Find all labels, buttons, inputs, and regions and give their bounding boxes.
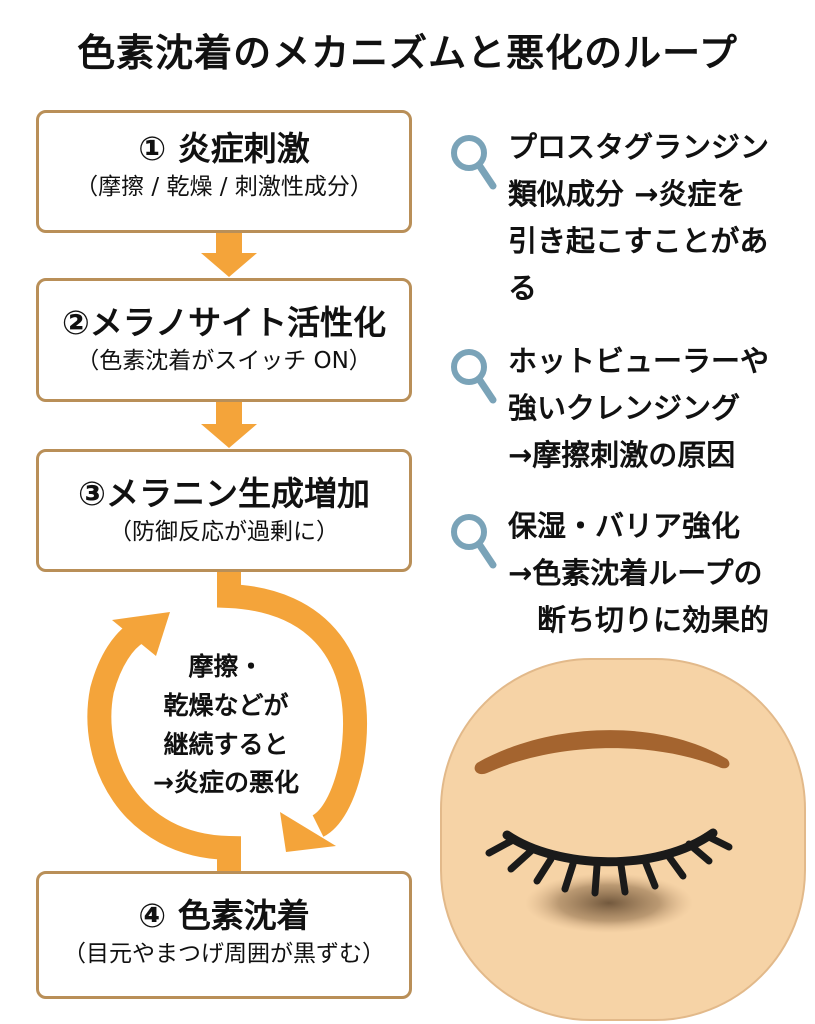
note-line: 断ち切りに効果的 bbox=[508, 602, 770, 637]
step-title: ②メラノサイト活性化 bbox=[61, 303, 387, 342]
note-line: 引き起こすことがあ bbox=[508, 223, 769, 258]
note-moisture: 保湿・バリア強化 →色素沈着ループの 断ち切りに効果的 bbox=[448, 503, 808, 653]
note-line: 強いクレンジング bbox=[508, 390, 741, 425]
step-subtitle: （目元やまつげ周囲が黒ずむ） bbox=[63, 940, 385, 967]
note-line: 保湿・バリア強化 bbox=[508, 509, 741, 543]
down-arrow-1 bbox=[201, 233, 257, 277]
loop-line: →炎症の悪化 bbox=[153, 768, 299, 798]
step-title: ① 炎症刺激 bbox=[138, 129, 310, 168]
loop-description: 摩擦・ 乾燥などが 継続すると →炎症の悪化 bbox=[120, 648, 332, 803]
step-melanin-box: ③メラニン生成増加 （防御反応が過剰に） bbox=[36, 449, 412, 572]
magnifier-icon bbox=[451, 135, 497, 190]
closed-eye-face-illustration bbox=[440, 658, 806, 1021]
loop-line: 継続すると bbox=[163, 729, 289, 759]
step-pigmentation-box: ④ 色素沈着 （目元やまつげ周囲が黒ずむ） bbox=[36, 871, 412, 999]
step-subtitle: （防御反応が過剰に） bbox=[109, 518, 339, 545]
down-arrow-2 bbox=[201, 402, 257, 448]
loop-arrow-left bbox=[87, 612, 241, 871]
note-line: る bbox=[508, 270, 538, 305]
step-subtitle: （色素沈着がスイッチ ON） bbox=[76, 347, 372, 374]
step-melanocyte-box: ②メラノサイト活性化 （色素沈着がスイッチ ON） bbox=[36, 278, 412, 402]
page-title: 色素沈着のメカニズムと悪化のループ bbox=[77, 31, 738, 75]
note-text: プロスタグランジン 類似成分 →炎症を 引き起こすことがあ る bbox=[508, 124, 808, 312]
note-line: ホットビューラーや bbox=[508, 344, 770, 378]
note-line: プロスタグランジン bbox=[508, 130, 770, 164]
step-subtitle: （摩擦 / 乾燥 / 刺激性成分） bbox=[75, 173, 373, 200]
loop-line: 乾燥などが bbox=[163, 690, 289, 720]
step-inflammation-box: ① 炎症刺激 （摩擦 / 乾燥 / 刺激性成分） bbox=[36, 110, 412, 233]
note-friction: ホットビューラーや 強いクレンジング →摩擦刺激の原因 bbox=[448, 338, 808, 488]
note-prostaglandin: プロスタグランジン 類似成分 →炎症を 引き起こすことがあ る bbox=[448, 124, 808, 324]
magnifier-icon bbox=[451, 349, 497, 404]
note-line: →摩擦刺激の原因 bbox=[508, 437, 736, 472]
step-title: ④ 色素沈着 bbox=[138, 896, 310, 935]
loop-line: 摩擦・ bbox=[188, 652, 264, 681]
magnifier-icon bbox=[451, 514, 497, 569]
note-text: 保湿・バリア強化 →色素沈着ループの 断ち切りに効果的 bbox=[508, 503, 808, 644]
note-line: 類似成分 →炎症を bbox=[508, 176, 746, 211]
loop-arrow-right bbox=[217, 572, 368, 852]
note-line: →色素沈着ループの bbox=[508, 555, 763, 590]
note-text: ホットビューラーや 強いクレンジング →摩擦刺激の原因 bbox=[508, 338, 808, 479]
step-title: ③メラニン生成増加 bbox=[78, 474, 370, 513]
